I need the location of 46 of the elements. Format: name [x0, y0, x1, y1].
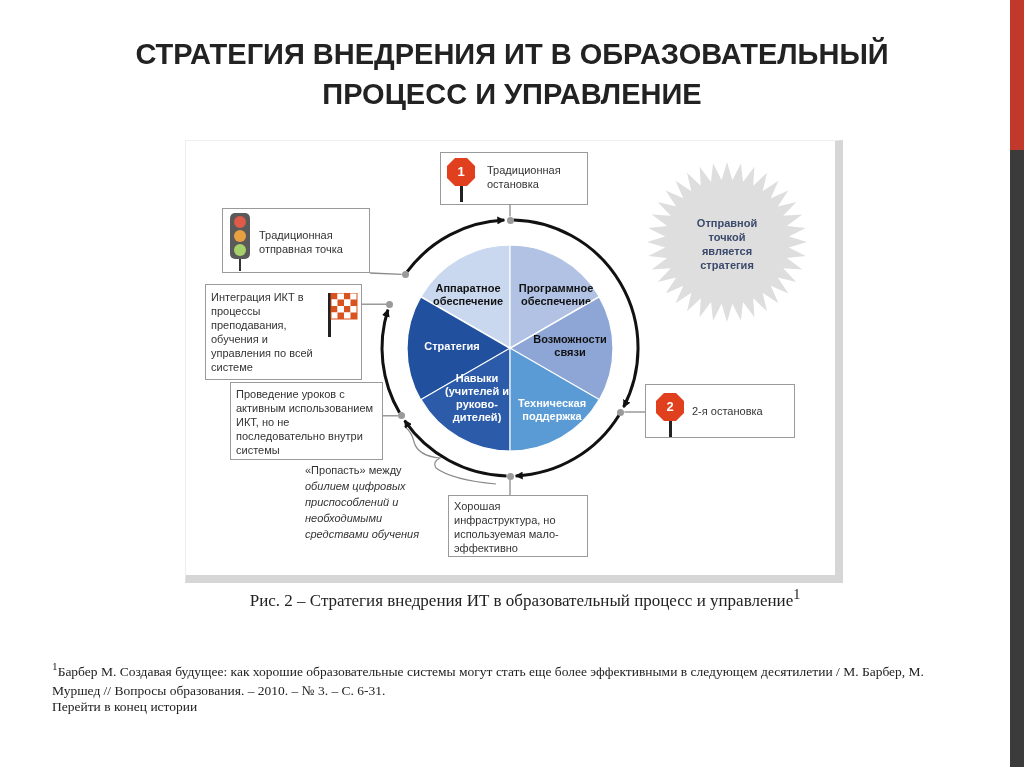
junction-dot [506, 472, 514, 480]
junction-dot [617, 408, 625, 416]
sector-label: Навыки (учителей и руково-дителей) [444, 372, 510, 424]
connector-line [369, 272, 403, 276]
connector-line [509, 478, 511, 496]
sector-label: Техническая поддержка [516, 397, 588, 423]
figure-caption: Рис. 2 – Стратегия внедрения ИТ в образовательный процесс и управление$^{1}$ [248, 586, 802, 611]
callout-text: Проведение уроков с активным использованием ИКТ, но не последовательно внутри системы [236, 387, 375, 457]
starburst [647, 162, 807, 322]
callout-box [230, 382, 383, 460]
sector-label: Стратегия [423, 339, 481, 353]
junction-dot [397, 412, 405, 420]
callout-box [440, 152, 588, 205]
junction-dot [386, 300, 394, 308]
junction-dot [506, 216, 514, 224]
slide-title: СТРАТЕГИЯ ВНЕДРЕНИЯ ИТ В ОБРАЗОВАТЕЛЬНЫЙ ПРОЦЕСС И УПРАВЛЕНИЕ [134, 36, 890, 112]
callout-text: 2-я остановка [692, 404, 764, 418]
arrow [403, 419, 507, 478]
callout-text: Хорошая инфраструктура, но используемая мало-эффективно [454, 499, 560, 555]
stop-sign [656, 393, 684, 421]
junction-dot [401, 271, 409, 279]
sign-number: 2 [665, 399, 675, 414]
callout-text: Традиционная остановка [487, 163, 562, 191]
stop-sign [447, 158, 475, 186]
sector-label: Аппаратное обеспечение [431, 282, 505, 308]
callout-text: Традиционная отправная точка [259, 228, 344, 256]
sign-number: 1 [456, 164, 466, 179]
navigation-link: Перейти в конец истории [52, 698, 198, 716]
arrow [513, 218, 640, 408]
connector-line [509, 204, 511, 218]
pie-chart [407, 245, 613, 451]
arrow [514, 414, 621, 480]
connector-line [361, 303, 387, 305]
callout-box [205, 284, 362, 380]
callout-text: Интеграция ИКТ в процессы преподавания, обучения и управления по всей системе [211, 290, 314, 374]
arrow [380, 308, 401, 414]
connector-line [623, 411, 646, 413]
sector-label: Возможности связи [532, 333, 608, 359]
callout-box [448, 495, 588, 557]
footnote: $^{1}$Барбер М. Создавая будущее: как хорошие образовательные системы могут стать еще более эффективными в следующем десятилетии / М. Барбер, М. Муршед // Вопросы образования. – 2010. – № 3. – С. 6-31. [52, 659, 925, 700]
callout-box [645, 384, 795, 438]
sector-label: Программное обеспечение [517, 282, 595, 308]
callout-box [222, 208, 370, 273]
starburst-text: Отправной точкой является стратегия [695, 216, 759, 272]
annotation-text: «Пропасть» между обилием цифровых приспособлений и необходимыми средствами обучения [305, 463, 421, 542]
arrow [406, 216, 506, 273]
